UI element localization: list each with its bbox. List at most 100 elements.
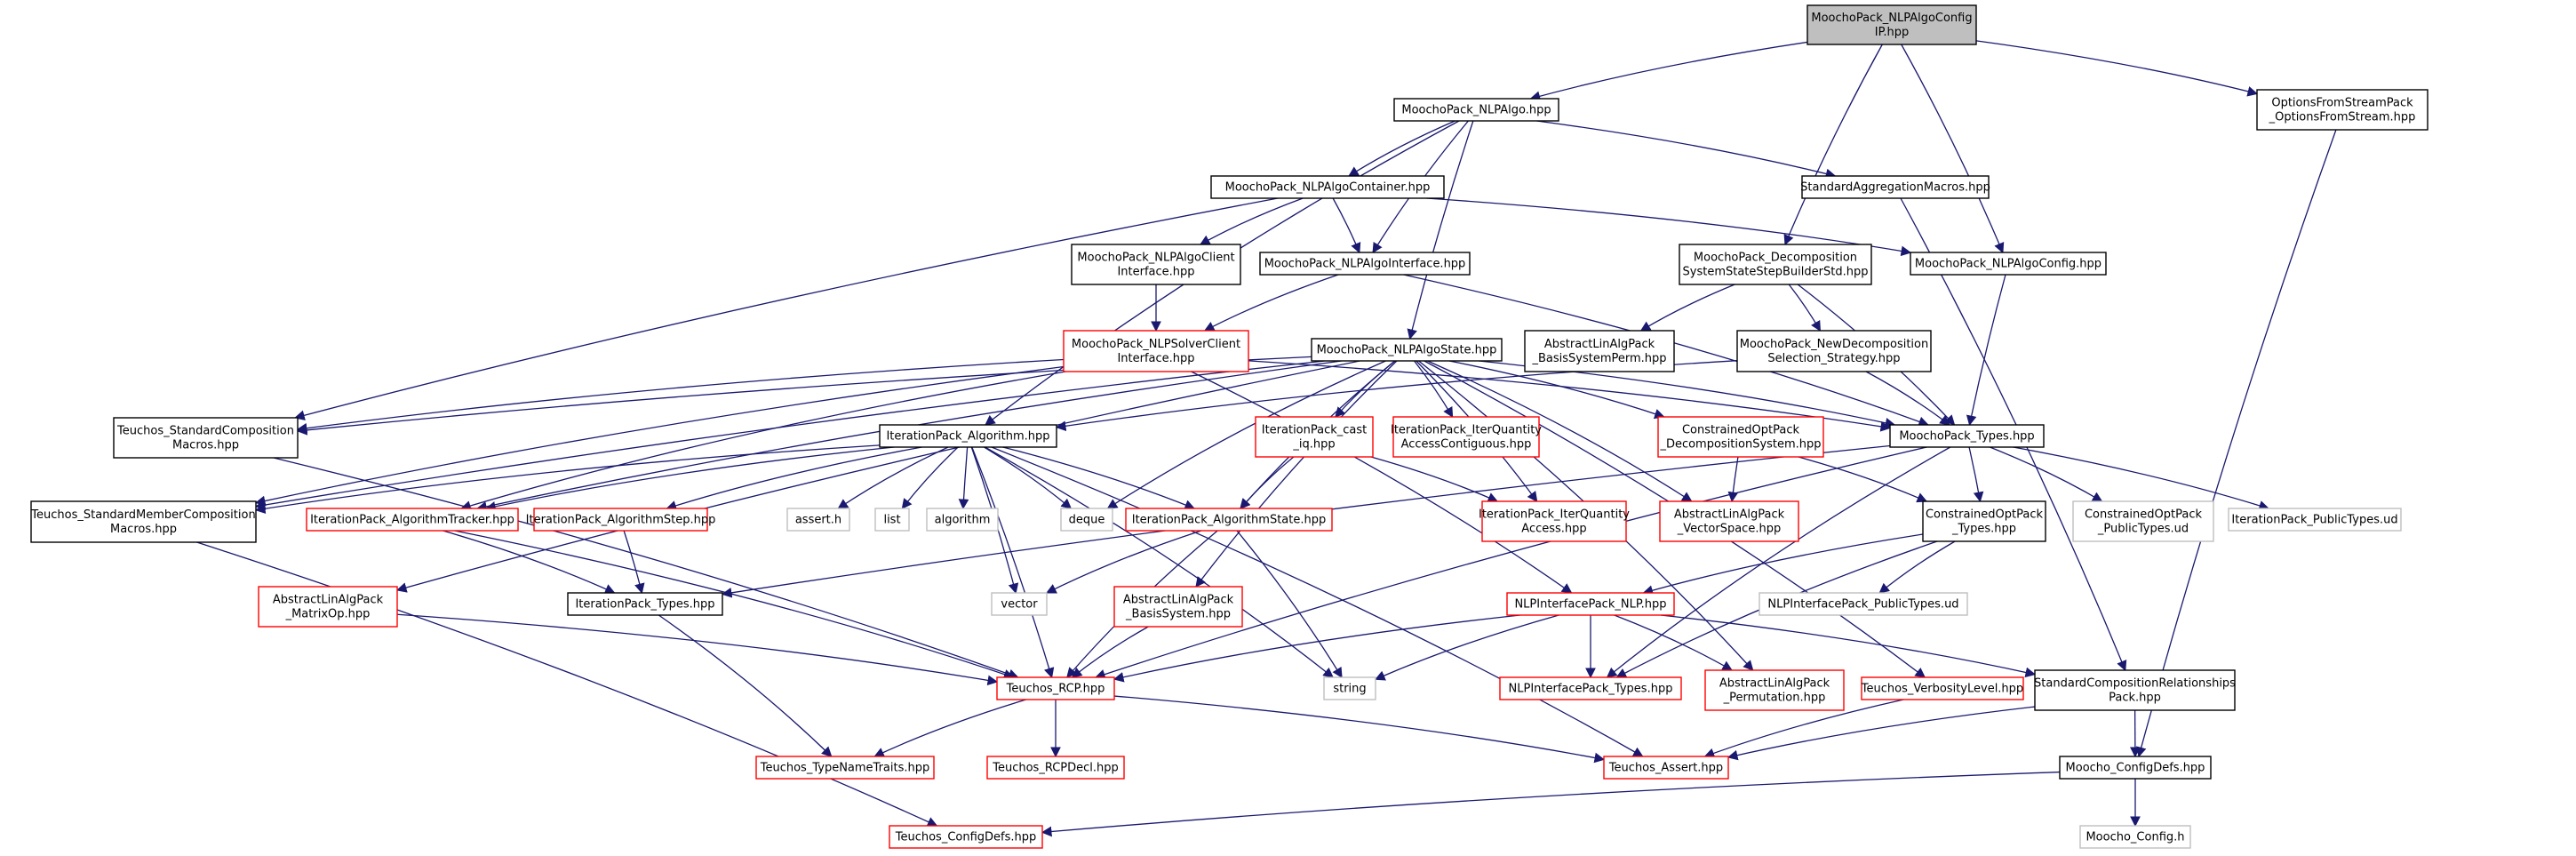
node-box	[1125, 508, 1333, 532]
node-iteralgo[interactable]: IterationPack_Algorithm.hpp	[879, 424, 1057, 448]
node-matrixop[interactable]: AbstractLinAlgPack_MatrixOp.hpp	[258, 586, 398, 628]
node-label: MoochoPack_NLPAlgoState.hpp	[1317, 344, 1497, 357]
edge-newdecomp-to-mtypes	[1865, 371, 1950, 426]
edge-algoconfig-to-mtypes	[1966, 274, 2006, 427]
node-box	[1499, 676, 1682, 700]
edge-iteralgo-to-algorithm	[958, 446, 969, 510]
node-box	[986, 756, 1125, 780]
node-label: _Types.hpp	[1951, 523, 2016, 536]
node-box	[1524, 330, 1675, 372]
node-box	[879, 424, 1057, 448]
node-label: IterationPack_AlgorithmTracker.hpp	[310, 514, 514, 527]
node-label: algorithm	[935, 514, 991, 527]
node-basisperm[interactable]: AbstractLinAlgPack_BasisSystemPerm.hpp	[1524, 330, 1675, 372]
node-iterqcontig[interactable]: IterationPack_IterQuantityAccessContiguo…	[1391, 416, 1542, 458]
edge-iteralgo-to-algotracker	[485, 446, 895, 512]
node-box	[1603, 756, 1729, 780]
node-box	[30, 500, 257, 543]
node-label: Macros.hpp	[172, 439, 239, 452]
edge-root-to-optstream	[1975, 40, 2259, 97]
node-box	[1311, 338, 1503, 362]
edge-algostate-to-vecspace	[1427, 360, 1693, 502]
node-permutation[interactable]: AbstractLinAlgPack_Permutation.hpp	[1704, 669, 1845, 711]
node-nlptypes[interactable]: NLPInterfacePack_Types.hpp	[1499, 676, 1682, 700]
node-box	[1392, 416, 1540, 458]
node-box	[755, 756, 935, 780]
node-castiq[interactable]: IterationPack_cast_iq.hpp	[1255, 416, 1374, 458]
node-label: IterationPack_Types.hpp	[575, 598, 714, 612]
node-tassert[interactable]: Teuchos_Assert.hpp	[1603, 756, 1729, 780]
node-tconfigdefs[interactable]: Teuchos_ConfigDefs.hpp	[889, 825, 1043, 849]
edge-algotracker-to-itertypes	[443, 530, 616, 594]
node-optstream[interactable]: OptionsFromStreamPack_OptionsFromStream.…	[2256, 89, 2428, 131]
node-cop_decomp[interactable]: ConstrainedOptPack_DecompositionSystem.h…	[1657, 416, 1824, 458]
edge-decomp-to-newdecomp	[1788, 284, 1822, 332]
node-box	[1481, 500, 1627, 542]
node-label: deque	[1069, 514, 1105, 527]
node-label: MoochoPack_NLPSolverClient	[1072, 338, 1240, 351]
node-configdefs[interactable]: Moocho_ConfigDefs.hpp	[2059, 756, 2212, 780]
node-algostep[interactable]: IterationPack_AlgorithmStep.hpp	[526, 508, 716, 532]
edge-container-to-clientif	[1199, 197, 1304, 245]
node-label: AbstractLinAlgPack	[273, 594, 384, 607]
edge-algotracker-to-rcp	[454, 530, 1015, 680]
node-box	[2034, 669, 2236, 711]
node-label: SystemStateStepBuilderStd.hpp	[1683, 266, 1869, 279]
edge-nlpinterface-to-stdcomprel	[1660, 614, 2037, 678]
edge-root-to-algoconfig	[1901, 44, 2005, 254]
node-mtypes[interactable]: MoochoPack_Types.hpp	[1889, 424, 2045, 448]
node-nlpalgo[interactable]: MoochoPack_NLPAlgo.hpp	[1393, 98, 1559, 122]
edge-configdefs-to-tconfigdefs	[1041, 771, 2061, 837]
node-newdecomp[interactable]: MoochoPack_NewDecompositionSelection_Str…	[1736, 330, 1932, 372]
node-typenametraits[interactable]: Teuchos_TypeNameTraits.hpp	[755, 756, 935, 780]
node-label: Interface.hpp	[1117, 266, 1194, 279]
node-vecspace[interactable]: AbstractLinAlgPack_VectorSpace.hpp	[1659, 500, 1799, 542]
node-box	[1506, 592, 1675, 616]
node-box	[2072, 500, 2214, 542]
node-coptypes[interactable]: ConstrainedOptPack_Types.hpp	[1922, 500, 2046, 542]
node-itertypes[interactable]: IterationPack_Types.hpp	[567, 592, 723, 616]
node-verbosity[interactable]: Teuchos_VerbosityLevel.hpp	[1861, 676, 2024, 700]
node-basissys[interactable]: AbstractLinAlgPack_BasisSystem.hpp	[1113, 586, 1243, 628]
node-algoconfig[interactable]: MoochoPack_NLPAlgoConfig.hpp	[1910, 252, 2107, 276]
node-stdmember[interactable]: Teuchos_StandardMemberCompositionMacros.…	[30, 500, 257, 543]
node-decomp[interactable]: MoochoPack_DecompositionSystemStateStepB…	[1679, 244, 1872, 285]
node-label: IterationPack_PublicTypes.ud	[2231, 514, 2397, 527]
node-box	[1393, 98, 1559, 122]
node-nlpinterface[interactable]: NLPInterfacePack_NLP.hpp	[1506, 592, 1675, 616]
edge-algostate-to-iterqcontig	[1414, 360, 1454, 419]
edge-mtypes-to-nlptypes	[1606, 446, 1951, 678]
node-label: Teuchos_TypeNameTraits.hpp	[760, 762, 930, 775]
node-label: IP.hpp	[1875, 26, 1910, 39]
node-deque: deque	[1060, 508, 1113, 532]
node-label: Macros.hpp	[110, 523, 177, 536]
node-label: IterationPack_cast	[1262, 424, 1368, 437]
node-box	[874, 508, 910, 532]
edge-iteralgo-to-list	[901, 446, 959, 509]
node-container[interactable]: MoochoPack_NLPAlgoContainer.hpp	[1210, 175, 1445, 199]
edge-container-to-algoconfig	[1426, 197, 1912, 257]
node-algotracker[interactable]: IterationPack_AlgorithmTracker.hpp	[306, 508, 519, 532]
node-box	[786, 508, 850, 532]
edge-nlpalgo-to-algostate	[1407, 120, 1474, 340]
node-label: MoochoPack_NewDecomposition	[1740, 338, 1928, 351]
node-rcp[interactable]: Teuchos_RCP.hpp	[996, 676, 1115, 700]
node-list: list	[874, 508, 910, 532]
node-rcpdecl[interactable]: Teuchos_RCPDecl.hpp	[986, 756, 1125, 780]
node-box	[567, 592, 723, 616]
node-iterstate[interactable]: IterationPack_AlgorithmState.hpp	[1125, 508, 1333, 532]
edge-iteralgo-to-stdmember	[254, 444, 881, 515]
node-algostate[interactable]: MoochoPack_NLPAlgoState.hpp	[1311, 338, 1503, 362]
node-label: Moocho_Config.h	[2086, 831, 2184, 844]
edge-iterstate-to-vector	[1045, 530, 1202, 594]
node-label: Teuchos_RCPDecl.hpp	[992, 762, 1119, 775]
node-algoif[interactable]: MoochoPack_NLPAlgoInterface.hpp	[1259, 252, 1471, 276]
node-label: ConstrainedOptPack	[1926, 508, 2044, 522]
node-stdagg[interactable]: StandardAggregationMacros.hpp	[1800, 175, 1990, 199]
edge-algostate-to-stdmember	[254, 360, 1326, 510]
